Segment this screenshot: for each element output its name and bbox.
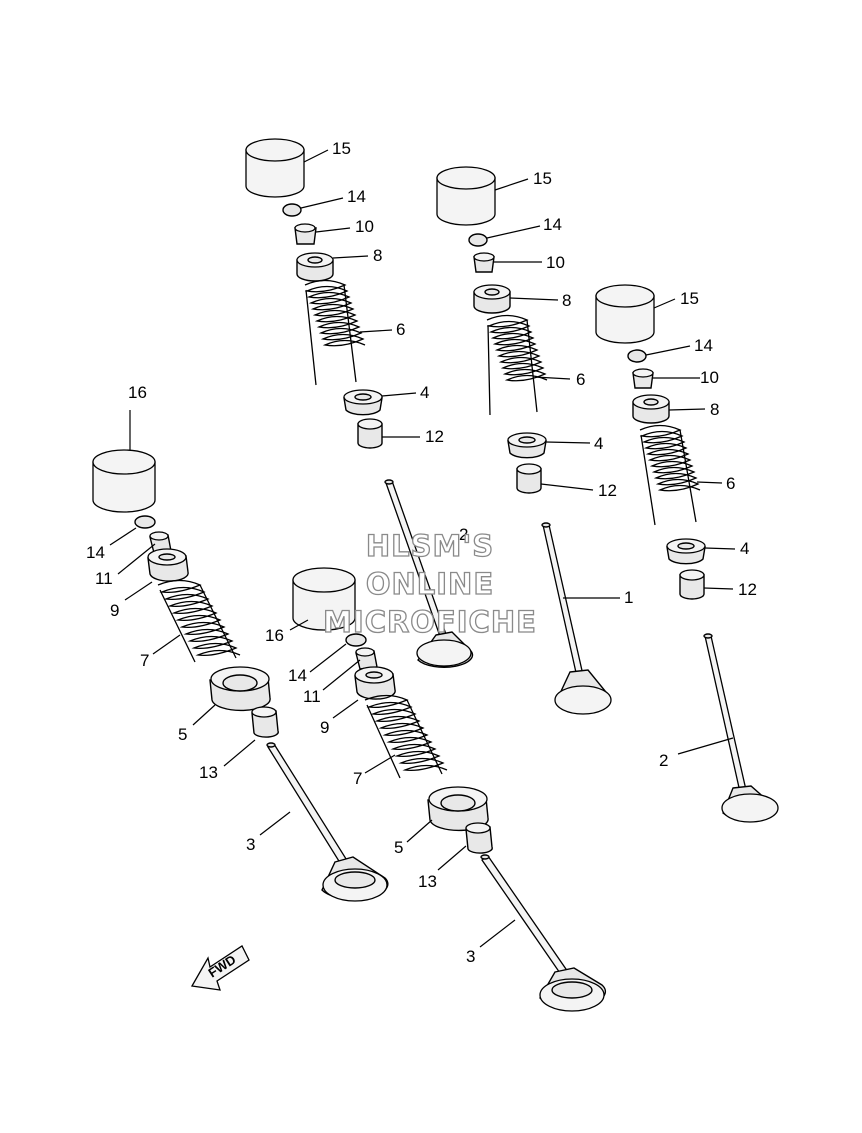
intake-valve-assembly-b — [436, 166, 548, 494]
watermark-line-3: MICROFICHE — [323, 605, 537, 639]
valve-stem-seal-13b — [465, 822, 493, 854]
intake-valve-2a — [384, 479, 474, 668]
exhaust-valve-assembly-b — [292, 567, 493, 854]
callout-14-a: 14 — [347, 187, 366, 206]
callout-4-c: 4 — [740, 539, 749, 558]
valve-pad-14b — [468, 233, 488, 247]
callout-14-e: 14 — [288, 666, 307, 685]
callout-12-c: 12 — [738, 580, 757, 599]
valve-stem-seal-12b — [516, 463, 542, 494]
valve-stem-seal-12c — [679, 569, 705, 600]
spring-retainer-9a — [147, 548, 189, 582]
valve-lifter-15a — [245, 138, 305, 198]
valve-cotter-10a — [294, 223, 317, 245]
callout-12-b: 12 — [598, 481, 617, 500]
callout-9-b: 9 — [320, 718, 329, 737]
callout-16-b: 16 — [265, 626, 284, 645]
callout-2-a: 2 — [459, 525, 468, 544]
callout-10-c: 10 — [700, 368, 719, 387]
callout-9-a: 9 — [110, 601, 119, 620]
valve-cotter-11b — [355, 647, 378, 670]
callout-12-a: 12 — [425, 427, 444, 446]
valve-spring-6c — [639, 424, 701, 526]
exhaust-valve-assembly-a — [92, 449, 279, 738]
valve-lifter-16a — [92, 449, 156, 513]
watermark-line-2: ONLINE — [366, 567, 494, 601]
callout-15-b: 15 — [533, 169, 552, 188]
callout-6-c: 6 — [726, 474, 735, 493]
intake-valve-assembly-c — [595, 284, 706, 600]
callout-5-b: 5 — [394, 838, 403, 857]
spring-seat-5a — [209, 666, 271, 712]
spring-retainer-9b — [354, 666, 396, 700]
callout-13-b: 13 — [418, 872, 437, 891]
callout-6-a: 6 — [396, 320, 405, 339]
spring-retainer-8a — [296, 252, 334, 282]
spring-seat-5b — [427, 786, 489, 832]
callout-8-b: 8 — [562, 291, 571, 310]
spring-seat-4c — [666, 538, 706, 565]
callout-15-c: 15 — [680, 289, 699, 308]
forward-direction-arrow: FWD — [190, 945, 250, 991]
valve-spring-7a — [157, 579, 241, 663]
valve-lifter-15c — [595, 284, 655, 344]
valve-pad-14e — [345, 633, 367, 647]
spring-retainer-8b — [473, 284, 511, 314]
callout-1: 1 — [624, 588, 633, 607]
exhaust-valve-3a — [266, 742, 389, 902]
valve-spring-6b — [486, 314, 548, 416]
valve-lifter-16b — [292, 567, 356, 631]
callout-4-a: 4 — [420, 383, 429, 402]
callout-3-b: 3 — [466, 947, 475, 966]
spring-seat-4b — [507, 432, 547, 459]
intake-valve-assembly-a — [245, 138, 383, 449]
valve-cotter-10b — [473, 252, 495, 273]
callout-10-b: 10 — [546, 253, 565, 272]
valve-spring-6a — [304, 279, 366, 386]
callout-8-a: 8 — [373, 246, 382, 265]
callout-16-a: 16 — [128, 383, 147, 402]
callout-11-a: 11 — [95, 569, 113, 588]
valve-stem-seal-12a — [357, 418, 383, 449]
watermark: HLSM'S ONLINE MICROFICHE — [322, 528, 537, 639]
valve-pad-14c — [627, 349, 647, 363]
valve-pad-14d — [134, 515, 156, 529]
callout-2-b: 2 — [659, 751, 668, 770]
callout-6-b: 6 — [576, 370, 585, 389]
valve-stem-seal-13a — [251, 706, 279, 738]
spring-retainer-8c — [632, 394, 670, 424]
callout-15-a: 15 — [332, 139, 351, 158]
exhaust-valve-3b — [480, 854, 607, 1012]
spring-seat-4a — [343, 389, 383, 416]
callout-labels: 15 14 10 8 6 4 12 15 14 10 8 6 4 12 15 1… — [86, 139, 757, 966]
valve-lifter-15b — [436, 166, 496, 226]
valve-spring-7b — [364, 694, 448, 779]
callout-8-c: 8 — [710, 400, 719, 419]
callout-3-a: 3 — [246, 835, 255, 854]
watermark-line-1: HLSM'S — [366, 529, 494, 563]
valve-cotter-10c — [632, 368, 654, 389]
callout-11-b: 11 — [303, 687, 321, 706]
callout-10-a: 10 — [355, 217, 374, 236]
leader-lines — [109, 149, 736, 948]
intake-valve-2b — [703, 633, 779, 823]
callout-13-a: 13 — [199, 763, 218, 782]
callout-4-b: 4 — [594, 434, 603, 453]
callout-14-b: 14 — [543, 215, 562, 234]
valve-pad-14a — [282, 203, 302, 217]
callout-14-c: 14 — [694, 336, 713, 355]
intake-valve-1 — [541, 522, 612, 715]
callout-7-a: 7 — [140, 651, 149, 670]
callout-14-d: 14 — [86, 543, 105, 562]
callout-7-b: 7 — [353, 769, 362, 788]
callout-5-a: 5 — [178, 725, 187, 744]
